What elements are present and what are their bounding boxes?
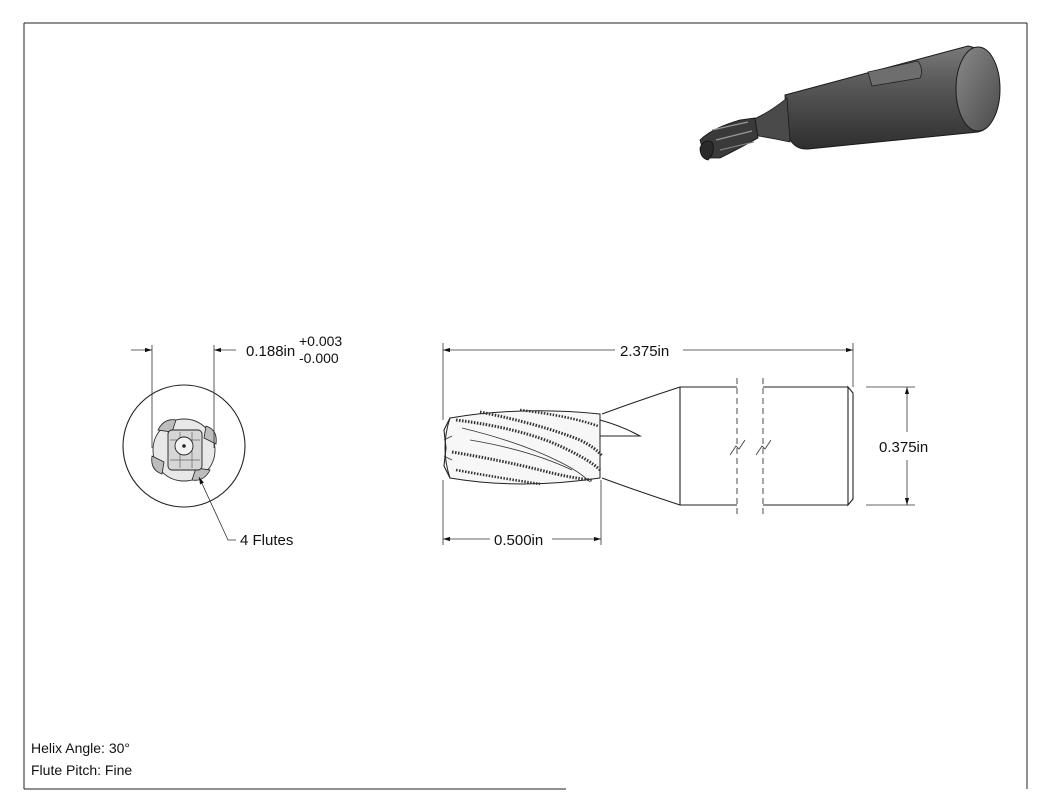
diameter-dimension (131, 345, 236, 448)
sheet-border (23, 22, 1028, 790)
flutes-label: 4 Flutes (240, 532, 293, 549)
end-view (122, 384, 246, 508)
tolerance-plus: +0.003 (299, 333, 342, 349)
overall-length-dimension (442, 343, 854, 420)
isometric-view (699, 45, 1001, 161)
diameter-label: 0.188in (246, 343, 295, 360)
shank-diameter-label: 0.375in (879, 439, 928, 456)
flutes-leader (198, 476, 236, 541)
shank-diameter-dimension (866, 386, 915, 506)
overall-length-label: 2.375in (620, 343, 669, 360)
flute-pitch-note: Flute Pitch: Fine (31, 762, 132, 778)
flute-length-dimension (442, 480, 602, 545)
helix-angle-note: Helix Angle: 30° (31, 740, 130, 756)
tolerance-minus: -0.000 (299, 350, 339, 366)
flute-length-label: 0.500in (494, 532, 543, 549)
side-view (443, 378, 854, 515)
